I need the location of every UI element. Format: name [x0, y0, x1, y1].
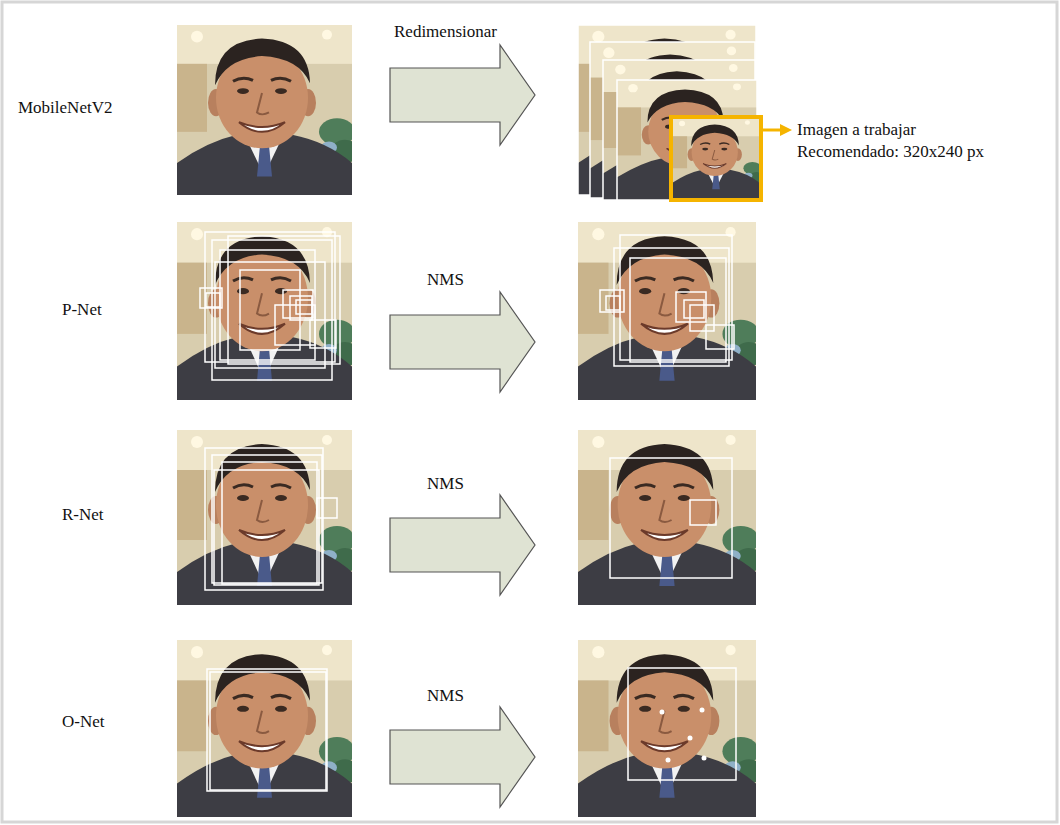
- row-label: MobileNetV2: [18, 98, 112, 118]
- rnet-images: [177, 430, 763, 605]
- arrow-label: NMS: [427, 270, 464, 290]
- arrow-label: Redimensionar: [394, 22, 497, 42]
- row-label: R-Net: [62, 505, 104, 525]
- onet-images: [177, 640, 763, 817]
- arrow-label: NMS: [427, 474, 464, 494]
- arrow-label: NMS: [427, 686, 464, 706]
- callout-note: Recomendado: 320x240 px: [797, 142, 984, 162]
- row-label: O-Net: [62, 712, 104, 732]
- row-label: P-Net: [62, 300, 102, 320]
- pnet-images: [177, 222, 763, 400]
- block-arrows: [390, 45, 535, 807]
- callout-note: Imagen a trabajar: [797, 120, 916, 140]
- mobilenet-images: [177, 25, 792, 200]
